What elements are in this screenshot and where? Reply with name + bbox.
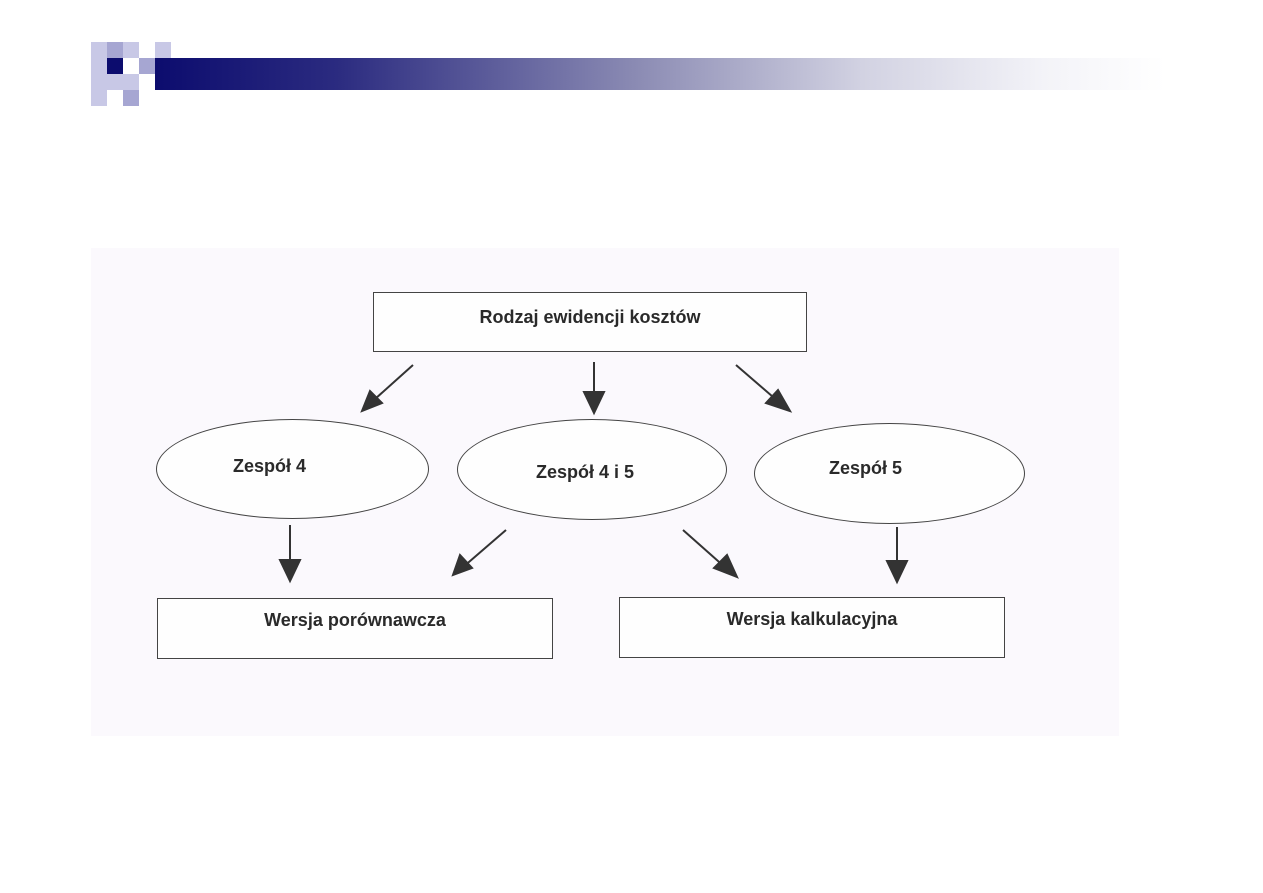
header-square-decoration <box>91 42 107 58</box>
version-node-kalkulacyjna: Wersja kalkulacyjna <box>619 597 1005 658</box>
group-node-zespol-5: Zespół 5 <box>754 423 1025 524</box>
group-node-label: Zespół 4 i 5 <box>536 462 635 482</box>
root-node-label: Rodzaj ewidencji kosztów <box>479 306 701 327</box>
group-node-zespol-4: Zespół 4 <box>156 419 429 519</box>
group-node-label: Zespół 4 <box>233 456 307 476</box>
header-square-decoration <box>107 74 123 90</box>
header-square-decoration <box>123 42 139 58</box>
header-square-decoration <box>139 58 155 74</box>
header-square-decoration <box>91 74 107 90</box>
version-node-label: Wersja kalkulacyjna <box>726 609 898 629</box>
group-node-label: Zespół 5 <box>829 458 903 478</box>
header-gradient-bar <box>155 58 1165 90</box>
group-node-zespol-4-i-5: Zespół 4 i 5 <box>457 419 727 520</box>
version-node-label: Wersja porównawcza <box>264 610 446 630</box>
header-square-decoration <box>107 42 123 58</box>
header-square-decoration <box>123 90 139 106</box>
root-node-box: Rodzaj ewidencji kosztów <box>373 292 807 352</box>
header-square-decoration <box>91 58 107 74</box>
version-node-porownawcza: Wersja porównawcza <box>157 598 553 659</box>
header-square-decoration <box>91 90 107 106</box>
header-square-decoration <box>107 58 123 74</box>
header-square-decoration <box>123 74 139 90</box>
header-square-decoration <box>155 42 171 58</box>
